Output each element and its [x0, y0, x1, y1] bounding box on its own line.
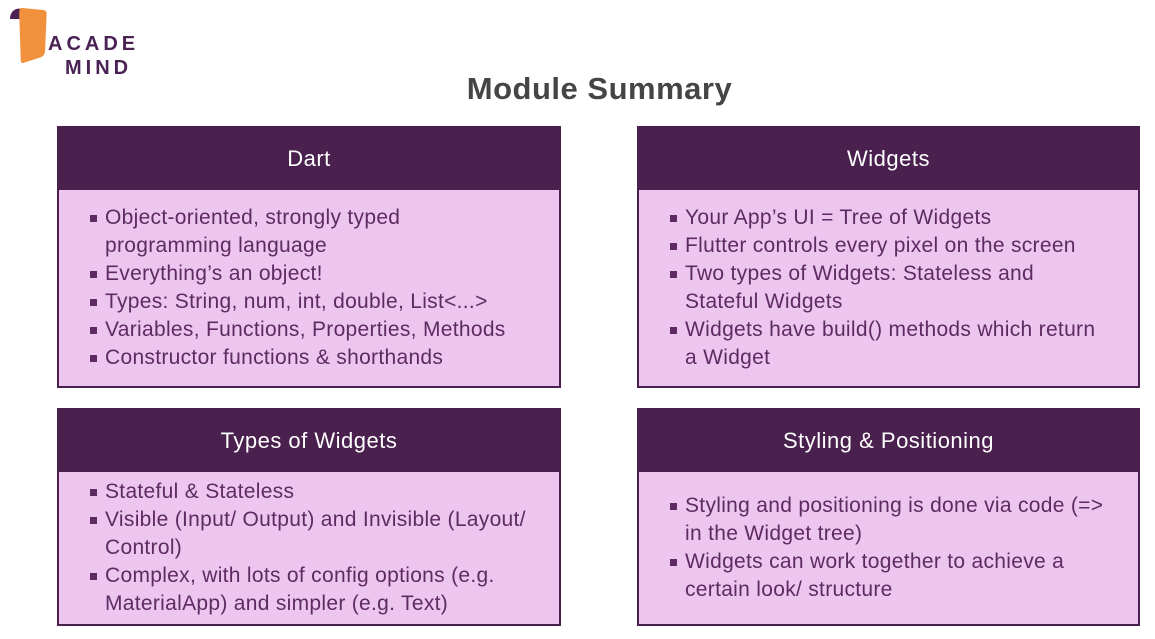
card-bullet-list: Object-oriented, strongly typed programm…: [59, 190, 559, 386]
bullet-item: Object-oriented, strongly typed programm…: [81, 204, 533, 260]
bullet-text: Flutter controls every pixel on the scre…: [685, 234, 1076, 257]
square-bullet-icon: [81, 344, 105, 362]
bullet-text: Visible (Input/ Output) and Invisible (L…: [105, 508, 526, 559]
card-title: Widgets: [639, 128, 1138, 190]
square-bullet-icon: [661, 492, 685, 510]
bullet-text: Stateful & Stateless: [105, 480, 295, 503]
square-bullet-icon: [81, 562, 105, 580]
bullet-item: Everything’s an object!: [81, 260, 533, 288]
square-bullet-icon: [81, 260, 105, 278]
bullet-item: Styling and positioning is done via code…: [661, 492, 1112, 548]
bullet-item: Two types of Widgets: Stateless and Stat…: [661, 260, 1112, 316]
bullet-item: Variables, Functions, Properties, Method…: [81, 316, 533, 344]
academind-logo: ACADE MIND: [8, 4, 158, 92]
bullet-item: Complex, with lots of config options (e.…: [81, 562, 533, 618]
bullet-text: Styling and positioning is done via code…: [685, 494, 1104, 545]
bullet-item: Widgets have build() methods which retur…: [661, 316, 1112, 372]
square-bullet-icon: [81, 288, 105, 306]
bullet-item: Widgets can work together to achieve a c…: [661, 548, 1112, 604]
card-title: Dart: [59, 128, 559, 190]
summary-cards-grid: Dart Object-oriented, strongly typed pro…: [57, 126, 1140, 626]
academind-bookmark-icon: [10, 7, 47, 63]
bullet-text: Complex, with lots of config options (e.…: [105, 564, 495, 615]
card-bullet-list: Styling and positioning is done via code…: [639, 472, 1138, 624]
bullet-text: Object-oriented, strongly typed programm…: [105, 206, 401, 257]
square-bullet-icon: [661, 260, 685, 278]
bullet-text: Everything’s an object!: [105, 262, 323, 285]
bullet-text: Constructor functions & shorthands: [105, 346, 444, 369]
square-bullet-icon: [661, 232, 685, 250]
card-title: Styling & Positioning: [639, 410, 1138, 472]
logo-line-acade: ACADE: [48, 32, 139, 56]
logo-letters-cade: CADE: [66, 33, 140, 55]
square-bullet-icon: [81, 316, 105, 334]
square-bullet-icon: [81, 204, 105, 222]
card-title: Types of Widgets: [59, 410, 559, 472]
square-bullet-icon: [81, 506, 105, 524]
card-styling-positioning: Styling & Positioning Styling and positi…: [637, 408, 1140, 626]
square-bullet-icon: [81, 478, 105, 496]
bullet-item: Stateful & Stateless: [81, 478, 533, 506]
bullet-item: Your App’s UI = Tree of Widgets: [661, 204, 1112, 232]
bullet-item: Flutter controls every pixel on the scre…: [661, 232, 1112, 260]
bullet-text: Types: String, num, int, double, List<..…: [105, 290, 488, 313]
logo-line-mind: MIND: [65, 57, 133, 79]
card-dart: Dart Object-oriented, strongly typed pro…: [57, 126, 561, 388]
square-bullet-icon: [661, 548, 685, 566]
bullet-item: Constructor functions & shorthands: [81, 344, 533, 372]
bullet-text: Widgets can work together to achieve a c…: [685, 550, 1065, 601]
logo-text: ACADE MIND: [48, 32, 139, 80]
bullet-text: Widgets have build() methods which retur…: [685, 318, 1096, 369]
bullet-item: Visible (Input/ Output) and Invisible (L…: [81, 506, 533, 562]
square-bullet-icon: [661, 204, 685, 222]
square-bullet-icon: [661, 316, 685, 334]
page-title: Module Summary: [466, 70, 733, 106]
logo-letter-a: A: [48, 33, 67, 55]
bullet-text: Variables, Functions, Properties, Method…: [105, 318, 506, 341]
bullet-item: Types: String, num, int, double, List<..…: [81, 288, 533, 316]
bullet-text: Two types of Widgets: Stateless and Stat…: [685, 262, 1035, 313]
bullet-text: Your App’s UI = Tree of Widgets: [685, 206, 992, 229]
